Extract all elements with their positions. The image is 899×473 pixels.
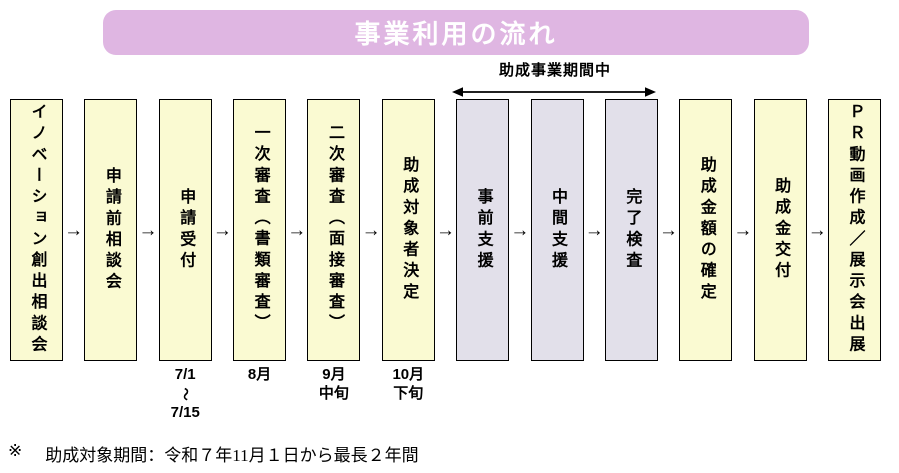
- flow-arrow-icon: →: [361, 219, 381, 241]
- flow-step: 申請受付 7/1 〜 7/15: [158, 99, 212, 421]
- flow-step-box: ＰＲ動画作成／展示会出展: [827, 99, 881, 361]
- flow-step-label: 中間支援: [549, 187, 567, 273]
- flow-step-date: 7/1 〜 7/15: [171, 366, 200, 422]
- flow-step: イノベーション創出相談会: [10, 99, 63, 361]
- flow-step: 助成対象者決定 10月下旬: [381, 99, 435, 402]
- double-arrow-icon: [452, 87, 656, 97]
- flow-step: ＰＲ動画作成／展示会出展: [827, 99, 881, 361]
- flow-arrow-icon: →: [807, 219, 827, 241]
- flow-step-box: 助成金額の確定: [679, 99, 733, 361]
- flow-step-date: 8月: [248, 366, 271, 385]
- flow-step-label: 助成対象者決定: [400, 156, 418, 304]
- flow-step: 申請前相談会: [84, 99, 138, 361]
- flow-step-date: 10月下旬: [392, 366, 424, 404]
- flow-step-box: 二次審査（面接審査）: [307, 99, 361, 361]
- date-line: 中旬: [318, 384, 349, 402]
- flow-step-label: ＰＲ動画作成／展示会出展: [846, 103, 864, 357]
- flow-arrow-icon: →: [584, 219, 604, 241]
- flow-step-label: イノベーション創出相談会: [28, 103, 46, 357]
- date-line: 8月: [247, 366, 272, 383]
- flow-step: 完了検査: [604, 99, 658, 361]
- flow-step-label: 申請前相談会: [102, 166, 120, 294]
- grant-period-label: 助成事業期間中: [498, 62, 611, 79]
- footnote-marker: ※: [8, 441, 23, 460]
- flow-step-box: 一次審査（書類審査）: [233, 99, 287, 361]
- flow-arrow-icon: →: [659, 219, 679, 241]
- footnote-text: 助成対象期間：令和７年11月１日から最長２年間: [45, 446, 419, 465]
- flow-step-label: 申請受付: [177, 187, 195, 273]
- flow-step-label: 一次審査（書類審査）: [251, 124, 269, 336]
- flow-arrow-icon: →: [138, 219, 158, 241]
- flow-step-box: 申請前相談会: [84, 99, 138, 361]
- date-line: 〜: [178, 387, 194, 401]
- flow-step: 一次審査（書類審査） 8月: [233, 99, 287, 383]
- flow-step-label: 二次審査（面接審査）: [325, 124, 343, 336]
- flow-step-box: 中間支援: [530, 99, 584, 361]
- page-title: 事業利用の流れ: [354, 19, 558, 49]
- flow-step: 中間支援: [530, 99, 584, 361]
- flow-arrow-icon: →: [435, 219, 455, 241]
- date-line: 7/15: [170, 403, 200, 421]
- flow-step-date: 9月中旬: [319, 366, 349, 404]
- flow-arrow-icon: →: [64, 219, 84, 241]
- flow-step: 二次審査（面接審査） 9月中旬: [307, 99, 361, 402]
- flow-step-box: イノベーション創出相談会: [10, 99, 63, 361]
- date-line: 9月: [322, 366, 346, 383]
- date-line: 10月: [392, 366, 425, 383]
- flow-step: 事前支援: [456, 99, 510, 361]
- date-line: 下旬: [393, 384, 424, 402]
- flow-step-box: 助成金交付: [753, 99, 807, 361]
- footnote: ※ 助成対象期間：令和７年11月１日から最長２年間: [8, 441, 419, 466]
- flow-arrow-icon: →: [287, 219, 307, 241]
- flow-arrow-icon: →: [510, 219, 530, 241]
- flow-arrow-icon: →: [733, 219, 753, 241]
- flow-step: 助成金額の確定: [679, 99, 733, 361]
- flow-arrow-icon: →: [212, 219, 232, 241]
- flow-step-box: 事前支援: [456, 99, 510, 361]
- flow-step-label: 助成金交付: [772, 177, 790, 283]
- title-banner: 事業利用の流れ: [103, 10, 809, 55]
- flow-step-label: 助成金額の確定: [697, 156, 715, 304]
- flow-step-box: 助成対象者決定: [381, 99, 435, 361]
- date-line: 7/1: [174, 366, 196, 383]
- flow-step: 助成金交付: [753, 99, 807, 361]
- flow-step-label: 事前支援: [474, 187, 492, 273]
- flow-step-box: 完了検査: [604, 99, 658, 361]
- flow-step-label: 完了検査: [623, 187, 641, 273]
- flow-step-box: 申請受付: [158, 99, 212, 361]
